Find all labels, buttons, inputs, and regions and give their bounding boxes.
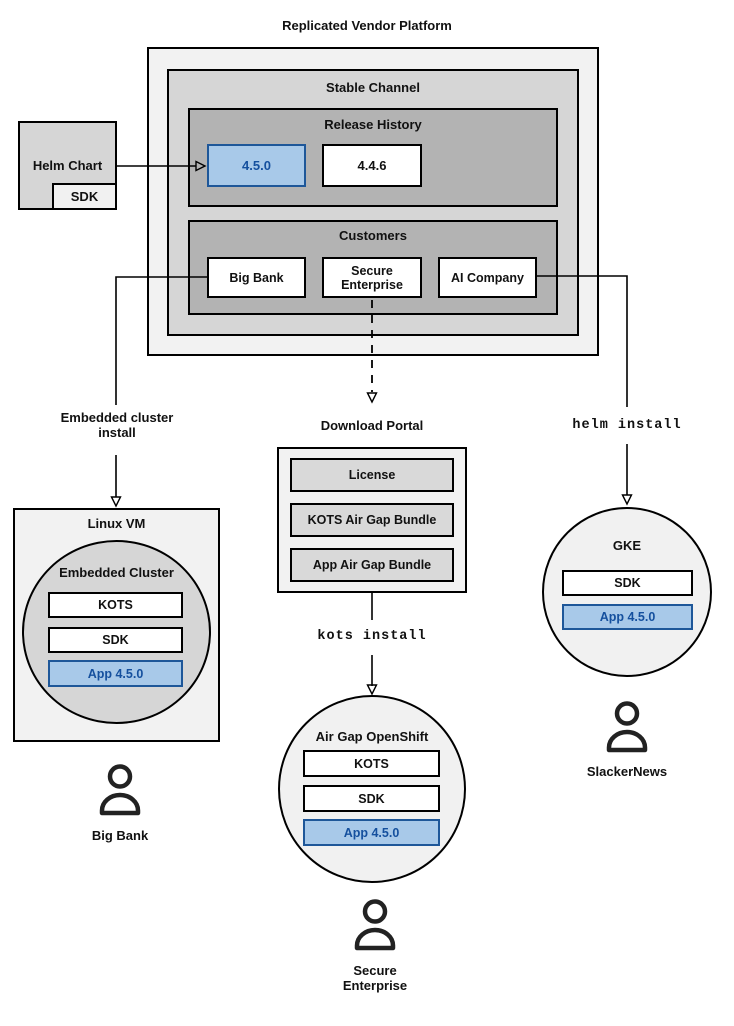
kots-install-label: kots install xyxy=(317,629,427,644)
release-4-4-6[interactable]: 4.4.6 xyxy=(322,144,422,187)
helm-install-label: helm install xyxy=(572,418,682,433)
embedded-install-arrowhead xyxy=(110,496,122,508)
big-bank-user-icon xyxy=(96,762,144,818)
slackernews-user-label: SlackerNews xyxy=(586,764,668,779)
secure-enterprise-arrowhead xyxy=(366,392,378,404)
portal-license[interactable]: License xyxy=(290,458,454,492)
embedded-cluster-app: App 4.5.0 xyxy=(48,660,183,687)
release-history-label: Release History xyxy=(324,117,422,132)
customer-big-bank[interactable]: Big Bank xyxy=(207,257,306,298)
customer-secure-enterprise[interactable]: Secure Enterprise xyxy=(322,257,422,298)
slackernews-user-icon xyxy=(603,699,651,755)
airgap-openshift-label: Air Gap OpenShift xyxy=(315,729,429,744)
openshift-sdk: SDK xyxy=(303,785,440,812)
gke-app: App 4.5.0 xyxy=(562,604,693,630)
kots-install-arrowhead xyxy=(366,684,378,696)
helm-chart-label: Helm Chart xyxy=(32,158,103,173)
helm-install-arrowhead xyxy=(621,494,633,506)
gke-label: GKE xyxy=(612,538,642,553)
embedded-cluster-install-label: Embedded cluster install xyxy=(60,410,174,440)
openshift-app: App 4.5.0 xyxy=(303,819,440,846)
big-bank-user-label: Big Bank xyxy=(91,828,149,843)
linux-vm-label: Linux VM xyxy=(87,516,146,531)
helm-chart-sdk-box: SDK xyxy=(52,183,117,210)
stable-channel-label: Stable Channel xyxy=(326,80,420,95)
download-portal-label: Download Portal xyxy=(320,418,424,433)
gke-sdk: SDK xyxy=(562,570,693,596)
portal-app-airgap-bundle[interactable]: App Air Gap Bundle xyxy=(290,548,454,582)
customer-ai-company[interactable]: AI Company xyxy=(438,257,537,298)
embedded-cluster-sdk: SDK xyxy=(48,627,183,653)
embedded-cluster-label: Embedded Cluster xyxy=(59,565,174,580)
release-4-5-0[interactable]: 4.5.0 xyxy=(207,144,306,187)
diagram-title: Replicated Vendor Platform xyxy=(282,18,452,33)
secure-enterprise-user-label: Secure Enterprise xyxy=(342,963,408,993)
embedded-cluster-kots: KOTS xyxy=(48,592,183,618)
openshift-kots: KOTS xyxy=(303,750,440,777)
customers-label: Customers xyxy=(339,228,407,243)
portal-kots-airgap-bundle[interactable]: KOTS Air Gap Bundle xyxy=(290,503,454,537)
secure-enterprise-user-icon xyxy=(351,897,399,953)
